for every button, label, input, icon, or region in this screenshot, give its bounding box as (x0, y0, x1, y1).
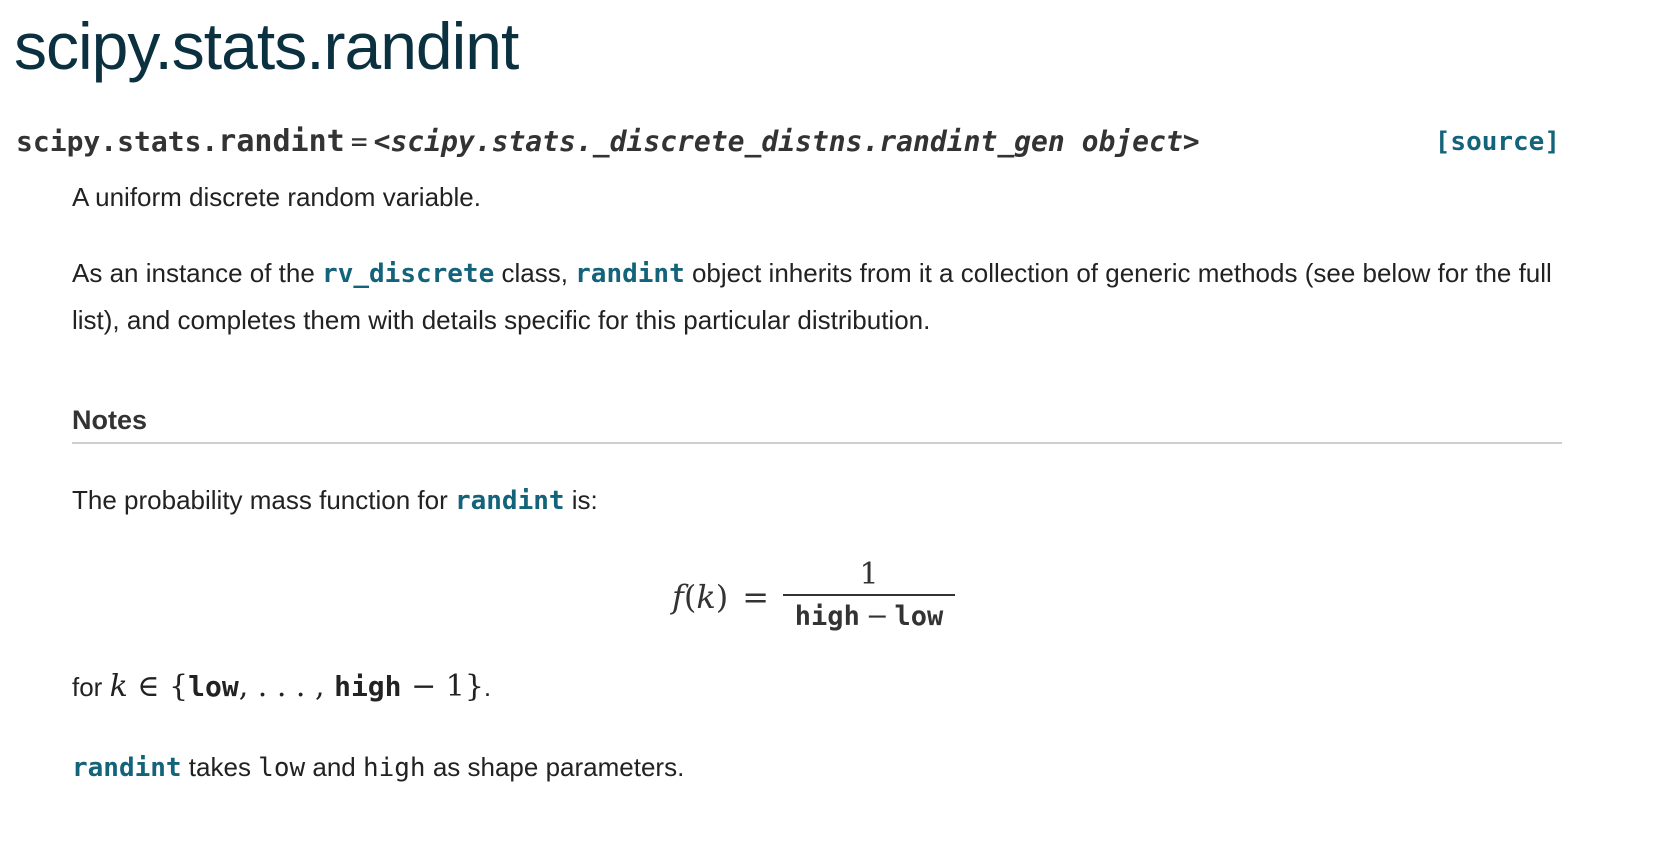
formula-numerator: 1 (859, 557, 879, 592)
shape-high-literal: high (362, 753, 426, 783)
signature-equals: = (350, 125, 368, 158)
formula-fraction: 1 high−low (783, 556, 956, 638)
inheritance-text-mid: class, (494, 258, 576, 288)
signature-object-name: randint (218, 124, 345, 159)
shape-params-paragraph: randint takes low and high as shape para… (72, 744, 1560, 791)
shape-randint-link[interactable]: randint (72, 753, 182, 783)
pmf-intro-paragraph: The probability mass function for randin… (72, 477, 1560, 524)
formula-f: f (672, 578, 684, 616)
inheritance-text-suffix: object inherits from it a collection of … (72, 258, 1552, 335)
shape-text-1: takes (181, 752, 259, 782)
pmf-formula: f(k) = 1 high−low (672, 552, 956, 642)
shape-text-2: and (305, 752, 363, 782)
formula-k: k (696, 578, 716, 616)
pmf-text-suffix: is: (564, 485, 598, 515)
function-signature: scipy.stats.randint=<scipy.stats._discre… (16, 120, 1564, 164)
formula-lhs: f(k) (672, 578, 728, 616)
denominator-minus: − (865, 601, 889, 632)
source-link[interactable]: [source] (1434, 127, 1560, 157)
notes-heading: Notes (72, 400, 1562, 444)
domain-open-brace: { (169, 669, 189, 704)
rv-discrete-link[interactable]: rv_discrete (322, 259, 495, 289)
denominator-low: low (894, 601, 944, 632)
pmf-randint-link[interactable]: randint (454, 486, 565, 516)
domain-period: . (483, 672, 492, 702)
formula-denominator: high−low (795, 596, 943, 638)
shape-low-literal: low (258, 753, 306, 783)
formula-equals: = (742, 578, 770, 616)
domain-k: k (109, 669, 128, 704)
formula-open-paren: ( (683, 578, 697, 616)
page-title: scipy.stats.randint (14, 9, 519, 83)
domain-minus-one: − 1 (401, 669, 465, 704)
signature-module-prefix: scipy.stats. (16, 125, 219, 158)
formula-close-paren: ) (715, 578, 729, 616)
domain-close-brace: } (464, 669, 484, 704)
inheritance-paragraph: As an instance of the rv_discrete class,… (72, 250, 1560, 343)
denominator-high: high (794, 601, 860, 632)
fraction-bar (783, 594, 956, 596)
domain-ellipsis: , . . . , (238, 669, 335, 704)
inheritance-text-prefix: As an instance of the (72, 258, 323, 288)
domain-paragraph: for k ∈ {low, . . . , high − 1}. (72, 664, 1560, 710)
shape-text-3: as shape parameters. (425, 752, 685, 782)
signature-value: <scipy.stats._discrete_distns.randint_ge… (373, 125, 1200, 158)
pmf-text-prefix: The probability mass function for (72, 485, 455, 515)
summary-paragraph: A uniform discrete random variable. (72, 182, 481, 212)
domain-high: high (334, 670, 402, 703)
domain-low: low (188, 670, 239, 703)
domain-prefix: for (72, 672, 110, 702)
domain-element-of: ∈ (127, 669, 170, 704)
randint-link[interactable]: randint (575, 259, 685, 289)
